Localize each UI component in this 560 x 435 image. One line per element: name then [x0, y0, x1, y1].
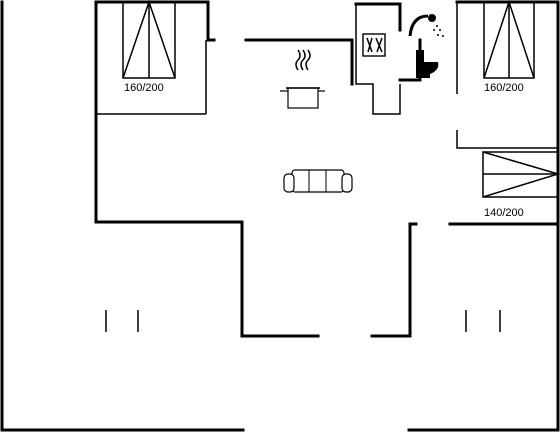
wall-top-left-room	[94, 0, 320, 338]
bed-top-right: 160/200	[483, 0, 535, 94]
sofa-icon	[283, 169, 353, 193]
bed-blanket-lines	[483, 0, 535, 79]
windows	[105, 310, 501, 332]
wall-center-right	[370, 222, 418, 338]
wall-bath-top	[354, 2, 402, 32]
wall-bedroom-3-top	[456, 130, 558, 149]
bed-blanket-lines	[482, 151, 560, 198]
stove-pot-icon	[280, 49, 325, 109]
wall-kitchen	[244, 38, 354, 86]
bed-blanket-lines	[122, 0, 176, 79]
bed-size-label: 160/200	[484, 82, 524, 94]
wall-bath-inner	[355, 4, 401, 115]
outer-wall-right	[407, 0, 560, 432]
outer-wall-left	[0, 0, 245, 432]
bed-size-label: 160/200	[124, 82, 164, 94]
bed-right-mid: 140/200	[482, 151, 560, 219]
dishwasher-icon	[362, 33, 386, 57]
shower-icon	[408, 14, 444, 37]
bed-top-left: 160/200	[122, 0, 176, 94]
toilet-icon	[416, 50, 439, 78]
bed-size-label: 140/200	[484, 207, 524, 219]
